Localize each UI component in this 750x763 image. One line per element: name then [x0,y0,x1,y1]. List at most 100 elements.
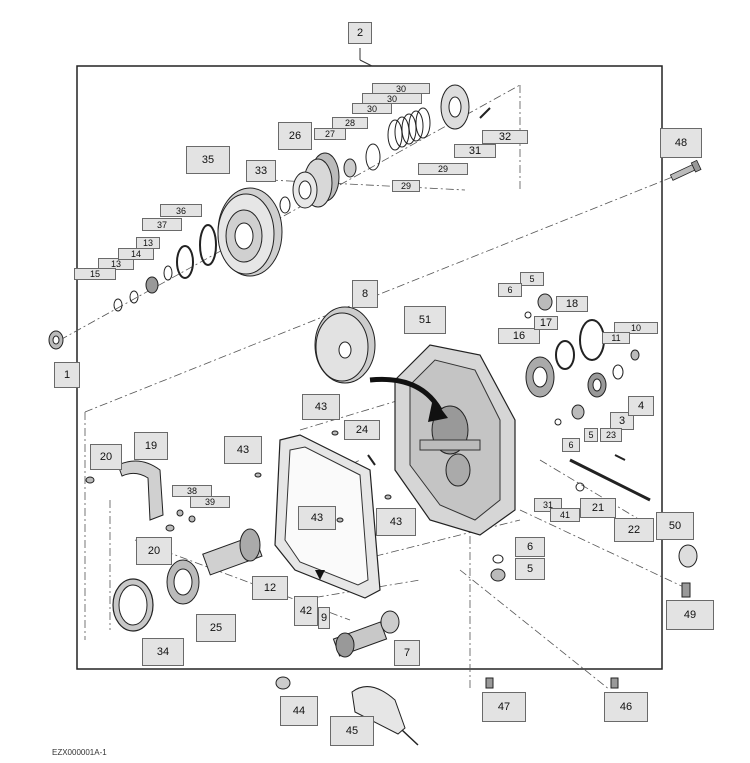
ring-11 [612,364,624,380]
pin-43b [254,472,262,478]
clutch-plates-29-30 [387,107,431,151]
callout-19: 19 [134,432,168,460]
callout-50: 50 [656,512,694,540]
callout-48: 48 [660,128,702,158]
callout-24: 24 [344,420,380,440]
callout-43a: 43 [302,394,340,420]
pin-43c [336,517,344,523]
callout-14: 14 [118,248,154,260]
nut-5c [490,568,506,582]
part-41 [575,482,585,492]
callout-10: 10 [614,322,658,334]
callout-13b: 13 [98,258,134,270]
callout-29a: 29 [418,163,468,175]
part-5b [571,404,585,420]
plug-44 [275,676,291,690]
callout-32: 32 [482,130,528,144]
pin-39 [188,515,196,523]
washer-13 [163,265,173,281]
shaft-9 [332,621,388,658]
callout-46: 46 [604,692,648,722]
callout-11: 11 [602,332,630,344]
bearing-14 [145,276,159,294]
callout-35: 35 [186,146,230,174]
pin-38 [176,509,184,517]
gear-35 [217,187,283,277]
shaft-12 [202,528,263,576]
bolt-46 [610,677,619,689]
callout-26: 26 [278,122,312,150]
callout-16: 16 [498,328,540,344]
pin-32 [479,107,491,119]
callout-43b: 43 [224,436,262,464]
figure-code: EZX000001A-1 [52,748,107,757]
washer-15 [113,298,123,312]
washer-50 [678,544,698,568]
callout-49: 49 [666,600,714,630]
callout-22: 22 [614,518,654,542]
callout-33: 33 [246,160,276,182]
part-6a [524,311,532,319]
callout-29b: 29 [392,180,420,192]
callout-17: 17 [534,316,558,330]
callout-44: 44 [280,696,318,726]
pin-20a [85,476,95,484]
callout-36: 36 [160,204,202,217]
callout-6c: 6 [515,537,545,557]
pin-24 [367,454,376,466]
snap-ring-36 [199,224,217,266]
callout-23: 23 [600,428,622,442]
part-6b [554,418,562,426]
pin-20b [165,524,175,532]
washer-6c [492,554,504,564]
part-10 [630,349,640,361]
ring-gear-34 [112,578,154,632]
bearing-16 [525,356,555,398]
bracket-19 [117,460,164,521]
gear-8 [314,306,376,384]
callout-5c: 5 [515,558,545,580]
bearing-7 [380,610,400,634]
bearing-3 [587,372,607,398]
callout-27: 27 [314,128,346,140]
callout-43d: 43 [376,508,416,536]
callout-20a: 20 [90,444,122,470]
ring-33 [279,196,291,214]
pin-23 [614,454,626,461]
callout-28: 28 [332,117,368,129]
ring-27 [343,158,357,178]
callout-39: 39 [190,496,230,508]
callout-30b: 30 [362,93,422,104]
ring-28 [365,143,381,171]
callout-37: 37 [142,218,182,231]
callout-12: 12 [252,576,288,600]
callout-45: 45 [330,716,374,746]
pin-43d [384,494,392,500]
callout-3: 3 [610,412,634,430]
pin-43a [331,430,339,436]
part-5a [537,293,553,311]
callout-1: 1 [54,362,80,388]
callout-42: 42 [294,596,318,626]
callout-51: 51 [404,306,446,334]
callout-21: 21 [580,498,616,518]
seal-31 [440,84,470,130]
callout-9: 9 [318,607,330,629]
callout-18: 18 [556,296,588,312]
callout-8: 8 [352,280,378,308]
callout-5a: 5 [520,272,544,286]
callout-4: 4 [628,396,654,416]
sealant-tube-45 [351,686,419,746]
bolt-48 [669,159,702,181]
snap-ring-37 [176,245,194,279]
callout-43c: 43 [298,506,336,530]
callout-6a: 6 [498,283,522,297]
nut-1 [48,330,64,350]
callout-15: 15 [74,268,116,280]
callout-assembly: 2 [348,22,372,44]
callout-31: 31 [454,144,496,158]
rod-21 [569,458,651,502]
callout-34: 34 [142,638,184,666]
bolt-49 [681,582,691,598]
